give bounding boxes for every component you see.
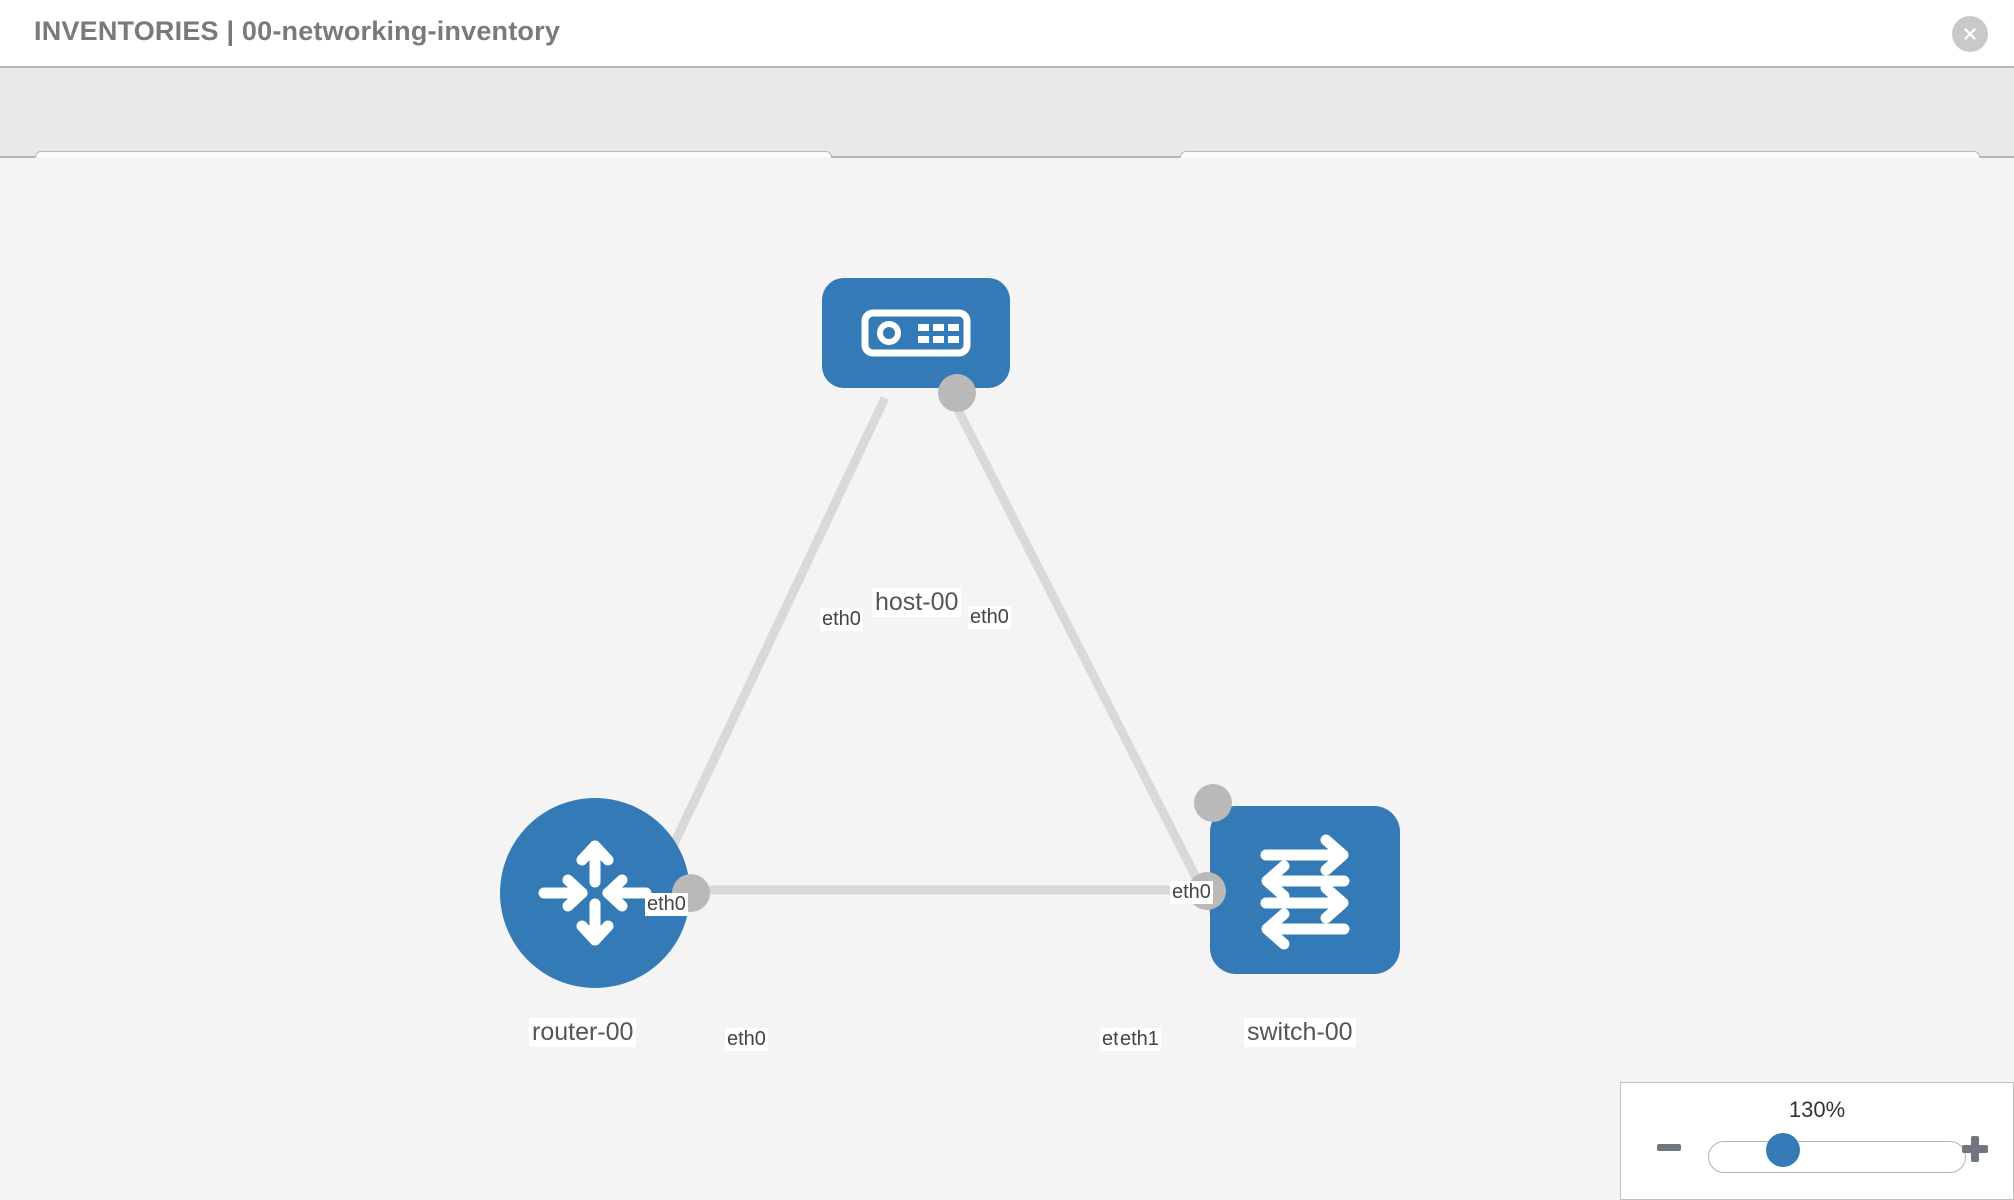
zoom-slider-track[interactable] (1708, 1141, 1966, 1173)
topology-canvas[interactable]: host-00 (0, 158, 2014, 1200)
node-label-switch-00: switch-00 (1244, 1018, 1356, 1047)
node-host-00[interactable] (822, 278, 1010, 412)
iface-label-switch-up: eth0 (1170, 881, 1213, 904)
zoom-control-panel: 130% (1620, 1082, 2014, 1200)
server-icon (861, 309, 971, 357)
link-host-switch[interactable] (947, 395, 1237, 951)
plus-icon (1962, 1136, 1988, 1162)
title-bar: INVENTORIES | 00-networking-inventory (0, 0, 2014, 68)
toolbar: ACTIONS SEARCH (0, 68, 2014, 204)
close-icon[interactable] (1952, 16, 1988, 52)
minus-icon (1657, 1144, 1681, 1151)
zoom-level-value: 130% (1788, 1097, 1846, 1122)
iface-label-switch-left-eth1: eth1 (1118, 1028, 1161, 1051)
switch-arrows-icon (1260, 834, 1350, 950)
zoom-in-button[interactable] (1959, 1133, 1991, 1170)
zoom-slider-thumb[interactable] (1766, 1133, 1800, 1167)
router-arrows-icon (538, 840, 652, 946)
switch-node-shape[interactable] (1210, 806, 1400, 974)
node-label-host-00: host-00 (872, 588, 962, 617)
iface-label-router-up: eth0 (645, 893, 688, 916)
iface-label-host-left: eth0 (820, 608, 863, 631)
node-switch-00[interactable] (1188, 784, 1400, 974)
node-label-router-00: router-00 (529, 1018, 637, 1047)
page-title: INVENTORIES | 00-networking-inventory (34, 16, 561, 46)
iface-label-router-right: eth0 (725, 1028, 768, 1051)
host-interface-nub[interactable] (938, 374, 976, 412)
host-node-shape[interactable] (822, 278, 1010, 388)
close-x-glyph (1964, 28, 1976, 40)
zoom-out-button[interactable] (1654, 1133, 1684, 1168)
iface-label-host-right: eth0 (968, 606, 1011, 629)
switch-interface-nub-a[interactable] (1194, 784, 1232, 822)
